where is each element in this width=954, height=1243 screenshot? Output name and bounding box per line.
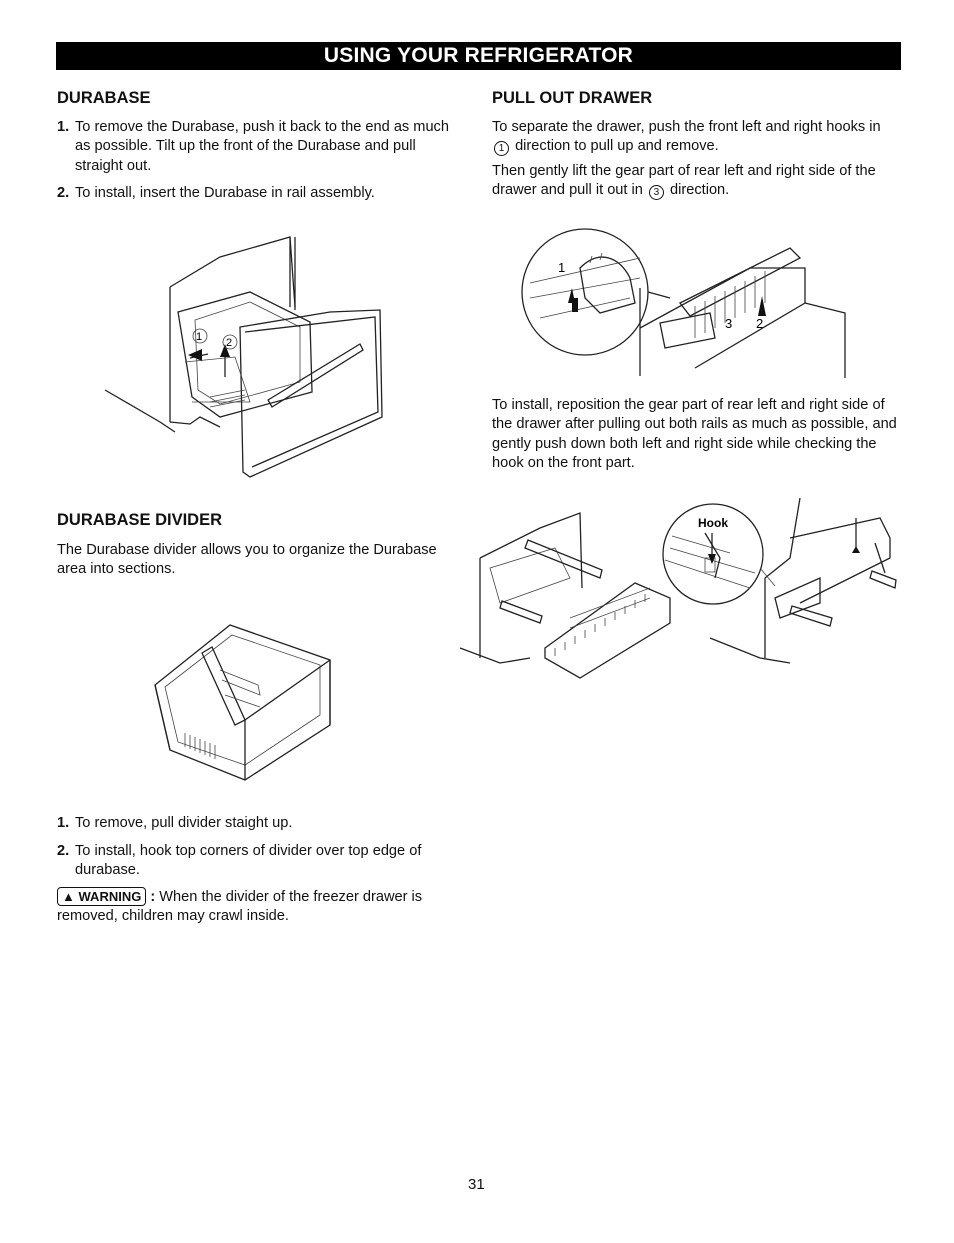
pull-out-para-1: To separate the drawer, push the front l…: [492, 119, 881, 157]
hook-label: Hook: [698, 516, 728, 530]
divider-step-1: To remove, pull divider staight up.: [75, 815, 293, 831]
page-number: 31: [468, 1176, 485, 1193]
divider-heading: DURABASE DIVIDER: [57, 511, 223, 529]
fig-label: 2: [756, 316, 763, 331]
durabase-step-2: To install, insert the Durabase in rail …: [75, 185, 375, 201]
divider-step-2: To install, hook top corners of divider …: [75, 843, 422, 879]
install-instructions: To install, reposition the gear part of …: [492, 397, 897, 471]
fig-label: 2: [226, 337, 232, 349]
durabase-heading: DURABASE: [57, 89, 151, 107]
warning-icon: ▲: [62, 889, 75, 904]
page-header: USING YOUR REFRIGERATOR: [56, 42, 901, 70]
divider-illustration: [154, 624, 331, 781]
pull-out-para-2: Then gently lift the gear part of rear l…: [492, 163, 876, 201]
pull-out-drawer-illustration: 1 3 2: [521, 228, 846, 378]
step-number: 2.: [57, 843, 70, 859]
fig-label: 1: [196, 331, 202, 343]
direction-3-icon: 3: [648, 185, 664, 201]
durabase-illustration: 1 2: [104, 236, 383, 478]
divider-intro: The Durabase divider allows you to organ…: [57, 542, 437, 578]
step-number: 2.: [57, 185, 70, 201]
direction-1-icon: 1: [494, 141, 509, 157]
durabase-step-1: To remove the Durabase, push it back to …: [75, 119, 449, 174]
warning-badge: ▲ WARNING: [57, 887, 147, 906]
pull-out-heading: PULL OUT DRAWER: [492, 89, 653, 107]
install-drawer-illustration: Hook: [459, 497, 897, 679]
warning-note: ▲ WARNING: When the divider of the freez…: [57, 887, 423, 925]
fig-label: 3: [725, 316, 732, 331]
step-number: 1.: [57, 119, 70, 135]
fig-label: 1: [558, 260, 565, 275]
step-number: 1.: [57, 815, 70, 831]
warning-text: When the divider of the freezer drawer i…: [57, 889, 423, 925]
